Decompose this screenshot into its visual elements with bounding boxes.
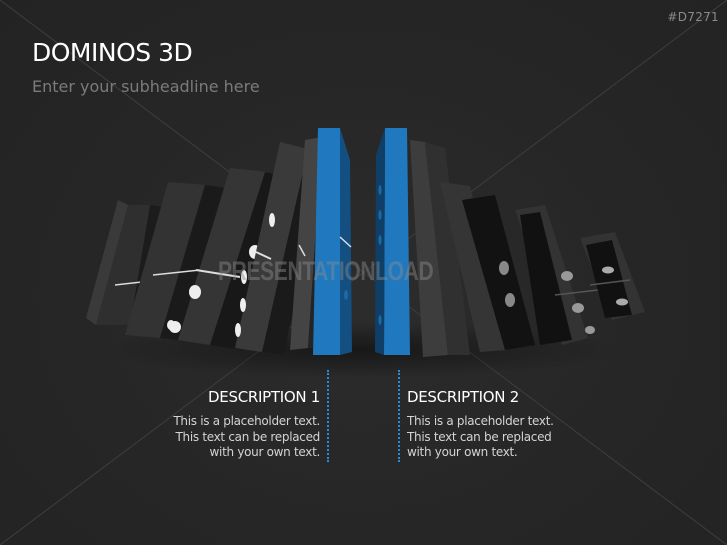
description-2-body[interactable]: This is a placeholder text. This text ca… bbox=[407, 414, 577, 461]
description-1-line: This is a placeholder text. bbox=[173, 414, 320, 428]
divider-line-1 bbox=[327, 370, 329, 462]
left-dominoes bbox=[86, 137, 330, 355]
blue-domino-right bbox=[375, 128, 410, 355]
description-1: DESCRIPTION 1 This is a placeholder text… bbox=[150, 388, 320, 461]
description-2-line: This text can be replaced bbox=[407, 429, 552, 444]
slide-title[interactable]: DOMINOS 3D bbox=[32, 38, 193, 67]
description-1-line: This text can be replaced bbox=[175, 429, 321, 444]
divider-line-2 bbox=[398, 370, 400, 462]
description-2-line: This is a placeholder text. bbox=[407, 414, 554, 428]
slide-id-tag: #D7271 bbox=[667, 10, 719, 24]
description-2-heading[interactable]: DESCRIPTION 2 bbox=[407, 388, 519, 406]
right-dominoes bbox=[410, 140, 645, 357]
description-2: DESCRIPTION 2 This is a placeholder text… bbox=[407, 388, 577, 461]
blue-domino-left bbox=[313, 128, 352, 355]
description-1-body[interactable]: This is a placeholder text. This text ca… bbox=[150, 414, 320, 461]
slide-subheadline[interactable]: Enter your subheadline here bbox=[32, 77, 260, 96]
description-1-heading[interactable]: DESCRIPTION 1 bbox=[208, 388, 320, 406]
description-2-line: with your own text. bbox=[407, 445, 518, 459]
watermark-text: PRESENTATIONLOAD bbox=[218, 256, 434, 286]
description-1-line: with your own text. bbox=[209, 445, 321, 459]
